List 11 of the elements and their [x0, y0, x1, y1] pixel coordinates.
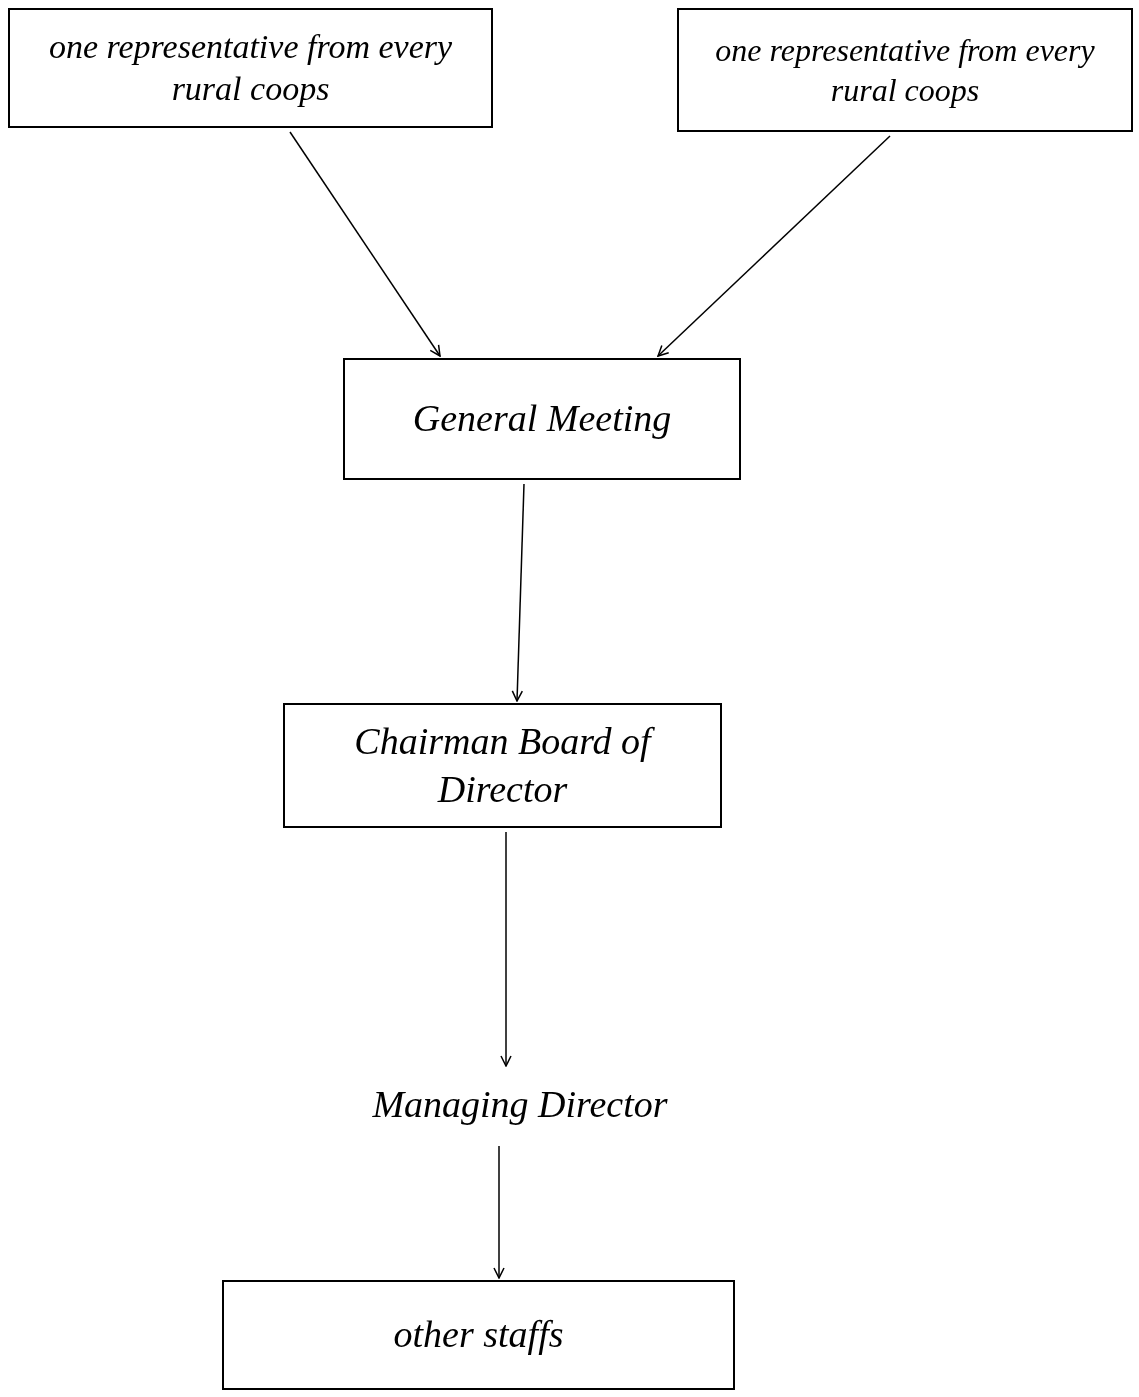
arrow [657, 135, 891, 357]
arrow [511, 483, 525, 702]
org-box: one representative from every rural coops [8, 8, 493, 128]
org-box: other staffs [222, 1280, 735, 1390]
arrow [493, 1145, 505, 1279]
arrow [289, 131, 441, 357]
role-label: Managing Director [300, 1068, 740, 1142]
org-box: General Meeting [343, 358, 741, 480]
org-box: one representative from every rural coops [677, 8, 1133, 132]
org-box: Chairman Board of Director [283, 703, 722, 828]
arrow [500, 831, 512, 1067]
